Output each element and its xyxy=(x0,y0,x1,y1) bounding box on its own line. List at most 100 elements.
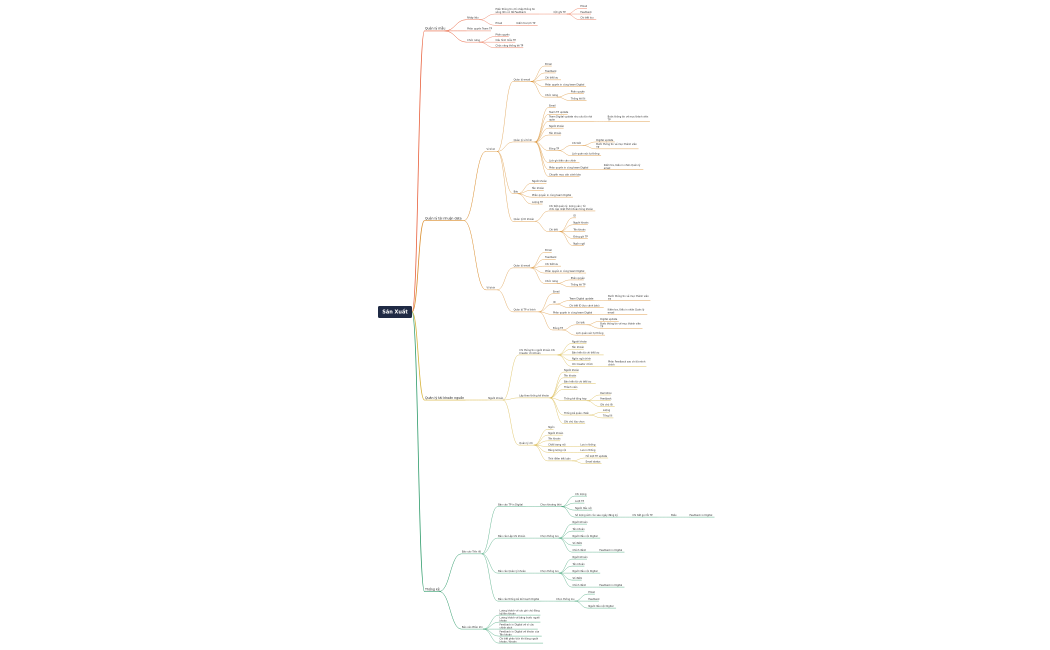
node-d5-2-0-0-4-0[interactable]: Phân Feedback sao chi từ mình xyxy=(608,361,646,364)
node-d5-1-0-0-4-0[interactable]: Phân quyền xyxy=(571,90,586,93)
node-d5-3-0-0-0-3[interactable]: Số lượng ánh còn sau ngày đăng ký xyxy=(575,514,618,517)
node-d4-1-0-3-1[interactable]: Chi tiết xyxy=(549,228,558,231)
node-d4-1-1-1-1[interactable]: ID xyxy=(553,301,556,304)
node-d5-3-0-2-0-1[interactable]: Tên khoản xyxy=(572,563,585,566)
node-d5-3-0-2-0-4[interactable]: Chỉnh đánh xyxy=(572,584,586,587)
node-d5-1-1-1-1-0[interactable]: Team Digital update xyxy=(569,297,594,300)
node-d4-1-1-1-3[interactable]: Đóng TP xyxy=(553,327,564,330)
node-d5-1-0-3-1-2[interactable]: Tên khoản xyxy=(573,228,586,231)
node-d5-1-1-1-3-0[interactable]: Chi tiết xyxy=(576,322,585,325)
node-d2-0-1[interactable]: Phân quyền Team TP xyxy=(467,28,492,31)
node-d1-0[interactable]: Quản lý mẫu xyxy=(425,26,445,31)
node-d4-2-0-2-5[interactable]: Thời điểm kết luận xyxy=(548,458,571,461)
node-d4-1-0-1-4[interactable]: Tên khoản xyxy=(549,132,562,135)
node-d4-2-0-0-1[interactable]: Tên khoản xyxy=(572,346,585,349)
node-d5-1-0-3-1-3[interactable]: Đóng gói TP xyxy=(573,235,588,238)
node-d2-0-2[interactable]: Chức năng xyxy=(467,39,480,42)
node-d5-1-0-1-7-0[interactable]: Kiểm tra, Kiểu in nhãn Quản lý xyxy=(604,164,641,167)
node-d5-0-0-0-0-0[interactable]: Email xyxy=(580,5,587,8)
node-d4-1-0-2-2[interactable]: Phân quyền in cùng team Digital xyxy=(532,194,572,197)
node-d4-2-0-1-2[interactable]: Bản hiển từ chi tiết lưu xyxy=(564,380,592,383)
node-d5-3-0-3-0-2[interactable]: Người đầu nội Digital xyxy=(588,605,613,608)
node-d3-3-1-0[interactable]: Lượng khách về các ghi chú đăng xyxy=(500,609,541,612)
node-d6-1-1-1-3-0-0[interactable]: Digital update xyxy=(600,318,617,321)
node-d4-2-0-2-1[interactable]: Người khoản xyxy=(548,432,564,435)
node-d5-1-0-3-1-0[interactable]: ID xyxy=(573,215,576,218)
node-d4-2-0-2-2[interactable]: Tên khoản xyxy=(548,438,561,441)
node-d4-1-0-1-2[interactable]: Team Digital update nhu cầu từ nhà xyxy=(549,115,592,118)
node-d5-1-0-1-2-0[interactable]: Bước thông tin về mục thành viên xyxy=(608,115,649,118)
node-d2-1-0[interactable]: Ví trình xyxy=(487,148,496,151)
node-d6-1-0-1-5-0-1[interactable]: Bước thông tin về mục thành viên xyxy=(596,143,637,146)
node-d4-2-0-1-6[interactable]: Ghi chú tùy chọn xyxy=(564,420,585,423)
node-d5-1-0-1-5-1[interactable]: Lịch quản sức tự thông xyxy=(572,153,600,156)
node-d4-1-1-0-1[interactable]: Feedback xyxy=(545,256,557,259)
node-d4-1-0-1-3[interactable]: Người khoản xyxy=(549,125,565,128)
node-d4-2-0-1-1[interactable]: Tên khoản xyxy=(564,375,577,378)
node-d6-1-1-1-1-0-0[interactable]: Bước thông tin về mục thành viên xyxy=(608,295,649,298)
node-d5-2-0-2-4-0[interactable]: Lưu in thống xyxy=(580,449,595,452)
node-d4-1-1-0-2[interactable]: Chi tiết lưu xyxy=(545,263,559,266)
node-d3-2-0-1[interactable]: Lập theo thống kê khoản xyxy=(519,395,549,398)
node-d4-1-0-1-1[interactable]: Team TP update xyxy=(549,111,569,114)
node-d5-3-0-2-0-0[interactable]: Người khoản xyxy=(572,556,588,559)
node-d5-1-1-0-4-1[interactable]: Thống kê TP xyxy=(571,284,586,287)
node-d5-3-0-1-0-3[interactable]: Số điểm xyxy=(572,542,582,545)
node-d3-1-0-0[interactable]: Quản lý email xyxy=(514,78,531,81)
node-d5-2-0-2-3-0[interactable]: Lưu in thống xyxy=(580,443,595,446)
node-d5-2-0-1-5-1[interactable]: Tổng lỗi xyxy=(603,415,613,418)
root-node[interactable]: Sản Xuất xyxy=(378,306,412,318)
node-d5-0-0-0-0-1[interactable]: Feedback xyxy=(580,11,592,14)
node-d7-3-0-0-0-3-0-0[interactable]: Biểu xyxy=(671,514,677,517)
node-d5-3-0-0-0-2[interactable]: Người đầu nội xyxy=(575,507,592,510)
node-d4-2-0-2-0[interactable]: Ngôn xyxy=(548,426,555,429)
node-d3-1-1-1[interactable]: Quản lý TP ví trình xyxy=(514,309,537,312)
node-d5-1-1-1-3-1[interactable]: Lịch quản sức tự thông xyxy=(576,332,604,335)
node-d5-2-0-1-4-2[interactable]: Ghi chú lỗi xyxy=(600,403,613,406)
node-d4-1-0-1-6[interactable]: Lịch ghi tiến cần chỉnh xyxy=(549,159,576,162)
node-d4-1-1-0-4[interactable]: Chức năng xyxy=(545,280,558,283)
node-d4-1-0-0-2[interactable]: Chi tiết lưu xyxy=(545,77,559,80)
node-d4-1-0-0-0[interactable]: Email xyxy=(545,63,552,66)
node-d5-3-0-2-0-3[interactable]: Số điểm xyxy=(572,577,582,580)
node-d2-2-0[interactable]: Người khoản xyxy=(488,397,504,400)
node-d4-1-0-0-1[interactable]: Feedback xyxy=(545,70,557,73)
node-d3-0-2-2[interactable]: Chức năng thống kê TP xyxy=(496,45,524,48)
node-d4-0-0-1-0[interactable]: Kiểm tra lịch TP xyxy=(517,22,536,25)
node-d3-3-0-1[interactable]: Báo cáo Lập khi khoản xyxy=(498,535,526,538)
node-d4-1-1-1-0[interactable]: Email xyxy=(553,291,560,294)
node-d3-1-0-3[interactable]: Quản lý ID khoản xyxy=(514,218,535,221)
node-d4-3-0-0-0[interactable]: Chọn khoảng thời xyxy=(540,503,561,506)
node-d3-1-1-0[interactable]: Quản lý email xyxy=(514,265,531,268)
node-d8-3-0-0-0-3-0-0-0[interactable]: Feedback in Digital xyxy=(689,514,712,517)
node-d2-1-1[interactable]: Ví trình xyxy=(487,287,496,290)
node-d4-3-0-1-0[interactable]: Chọn thống lưu xyxy=(540,535,559,538)
node-d4-2-0-0-2[interactable]: Bản hiển từ chi tiết lưu xyxy=(572,352,600,355)
node-d3-0-2-0[interactable]: Phân quyền xyxy=(496,33,511,36)
node-d6-3-0-2-0-4-0[interactable]: Feedback in Digital xyxy=(599,584,622,587)
node-d5-1-1-0-4-0[interactable]: Phân quyền xyxy=(571,277,586,280)
node-d4-1-0-1-5[interactable]: Đóng TP xyxy=(549,147,560,150)
node-d5-0-0-0-0-2[interactable]: Chi tiết lưu xyxy=(580,16,594,19)
node-d5-2-0-1-4-0[interactable]: Demotion xyxy=(600,392,612,395)
node-d4-1-0-2-3[interactable]: Lượng TP xyxy=(532,201,544,204)
node-d5-1-0-0-4-1[interactable]: Thống kê lỗi xyxy=(571,97,586,100)
node-d1-1[interactable]: Quản lý tài nhuận data xyxy=(425,216,462,220)
node-d3-3-0-2[interactable]: Báo cáo Quản lý khoản xyxy=(498,570,526,573)
node-d5-3-0-1-0-1[interactable]: Tên khoản xyxy=(572,528,585,531)
node-d4-2-0-1-3[interactable]: Thành viên xyxy=(564,386,578,389)
node-d3-0-2-1[interactable]: Cấu hình mẫu TP xyxy=(496,39,517,42)
node-d3-1-0-2[interactable]: Báo xyxy=(514,191,519,194)
node-d3-3-0-3[interactable]: Báo cáo thống kê kế hoạch Digital xyxy=(498,598,539,601)
node-d4-1-0-1-8[interactable]: Chuyển mục cần cảnh báo xyxy=(549,173,581,176)
node-d5-1-1-1-2-0[interactable]: Kiểm tra, Kiểu in nhãn Quản lý xyxy=(608,309,645,312)
node-d4-3-0-2-0[interactable]: Chọn thống lưu xyxy=(540,570,559,573)
node-d4-2-0-1-4[interactable]: Thống kê tổng hợp xyxy=(564,398,587,401)
node-d5-2-0-1-5-0[interactable]: Lượng xyxy=(603,409,611,412)
node-d3-3-1-4[interactable]: Chi tiết phân tích khi từng người xyxy=(500,637,539,640)
node-d3-0-0-0[interactable]: Hiển thông tin chỉ nhập thông tin xyxy=(496,8,536,11)
node-d5-3-0-0-0-0[interactable]: Chi lượng xyxy=(575,493,587,496)
node-d3-3-0-0[interactable]: Báo cáo TP in Digital xyxy=(498,503,523,506)
node-d2-0-0[interactable]: Nhập liệu xyxy=(467,16,479,19)
node-d4-2-0-2-4[interactable]: Bảng lượng nội xyxy=(548,449,566,452)
